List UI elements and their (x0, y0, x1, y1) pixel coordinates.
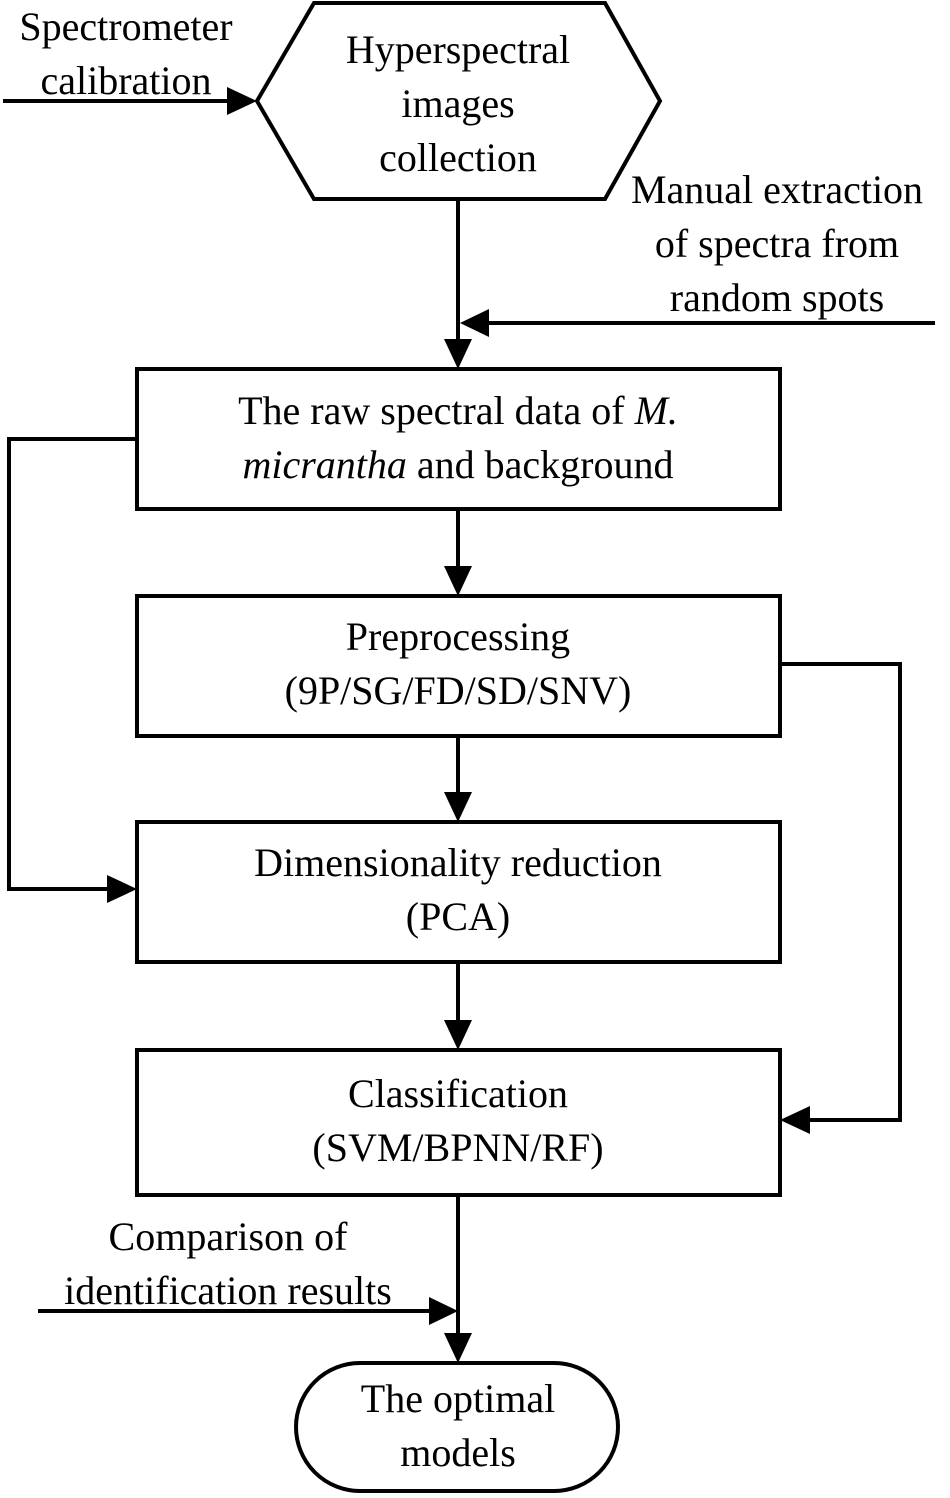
arrowhead-bypass-right (780, 1106, 810, 1134)
hyperspectral-hexagon (254, 1, 663, 201)
arrowhead-optimal (444, 1333, 472, 1363)
preprocessing-label: Preprocessing (9P/SG/FD/SD/SNV) (284, 614, 632, 713)
optimal-models-label: The optimal models (360, 1376, 556, 1475)
arrowhead-raw (444, 339, 472, 369)
arrowhead-comparison (429, 1297, 458, 1325)
arrowhead-class (444, 1020, 472, 1050)
spectrometer-label: Spectrometer calibration (19, 4, 233, 103)
comparison-label: Comparison of identification results (64, 1214, 392, 1313)
hyperspectral-label: Hyperspectral images collection (345, 27, 571, 180)
arrowhead-dim (444, 792, 472, 822)
arrowhead-bypass-left (107, 875, 137, 903)
arrowhead-pre (444, 566, 472, 596)
raw-data-label: The raw spectral data of M. micrantha an… (238, 388, 678, 487)
manual-extraction-label: Manual extraction of spectra from random… (630, 167, 924, 320)
bypass-raw-to-dim (7, 437, 137, 891)
arrowhead-spectrometer (227, 87, 257, 115)
classification-label: Classification (SVM/BPNN/RF) (312, 1071, 604, 1170)
bypass-pre-to-class (780, 662, 902, 1122)
optimal-models-terminal (294, 1361, 620, 1493)
arrowhead-manual (460, 309, 489, 337)
dim-reduction-label: Dimensionality reduction (PCA) (254, 840, 662, 939)
